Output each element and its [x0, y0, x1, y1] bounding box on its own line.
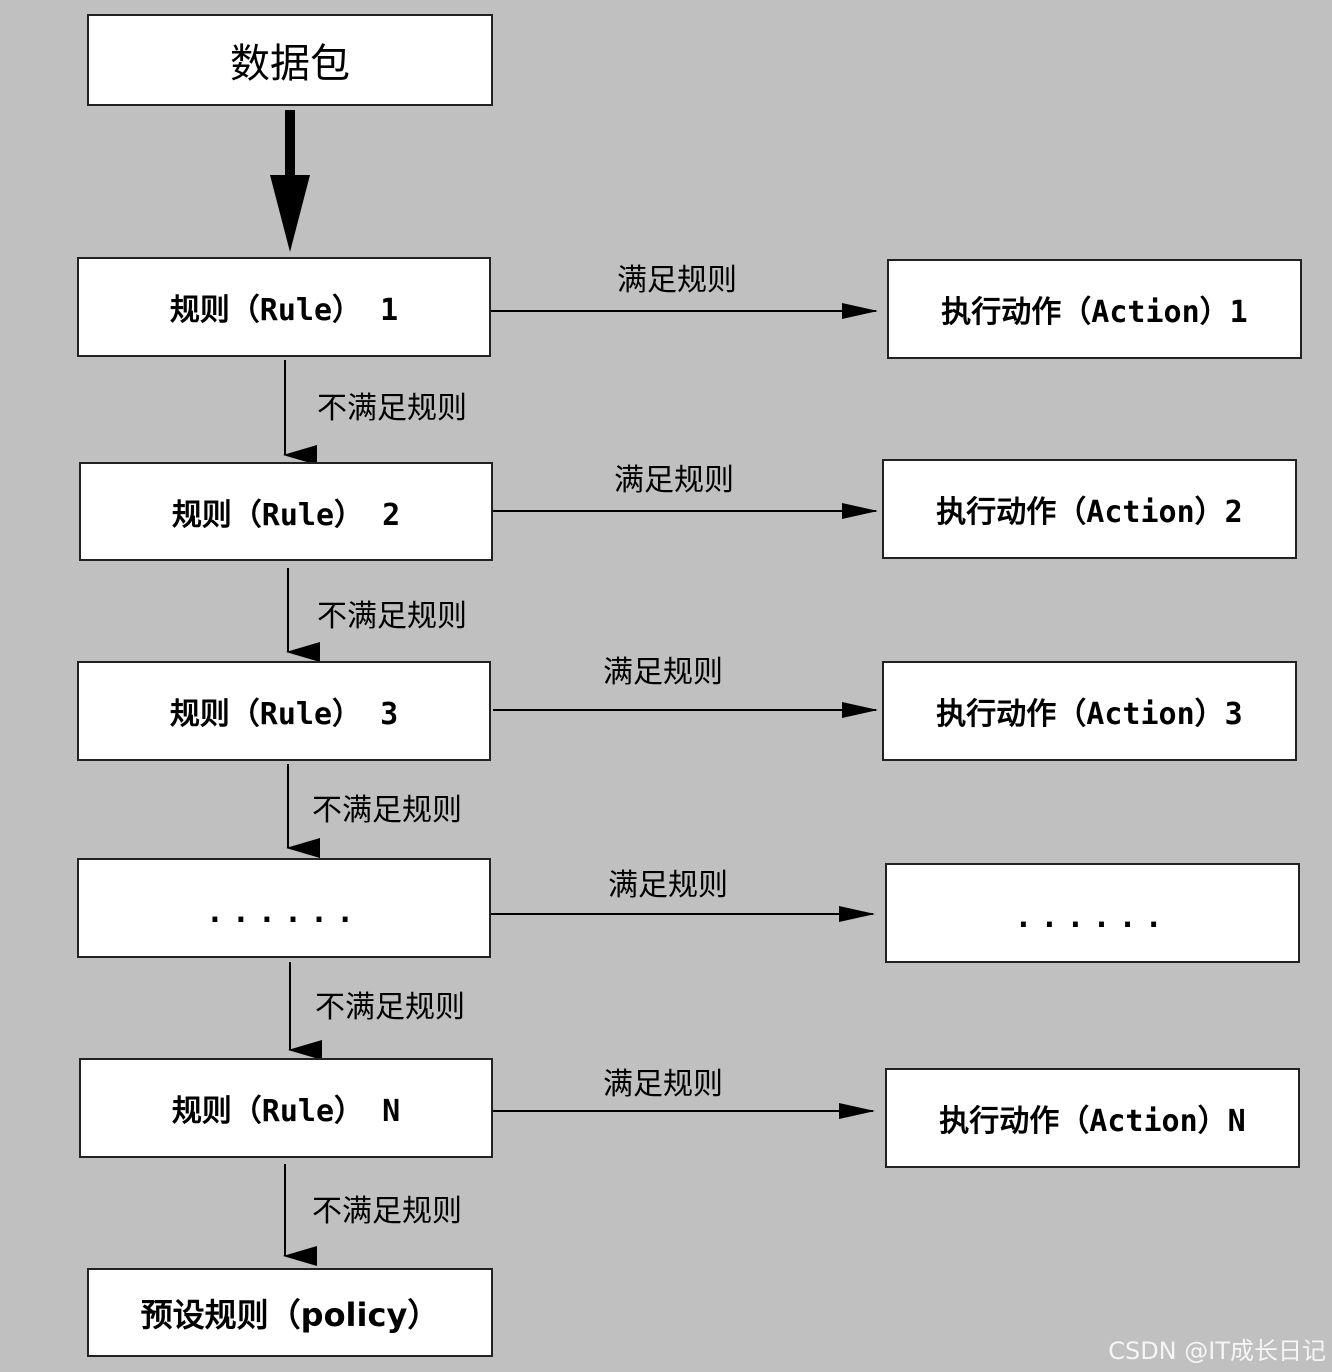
match-label-4: 满足规则	[608, 868, 728, 903]
action-node-label: 执行动作（Action）2	[936, 495, 1243, 530]
start-node-packet: 数据包	[87, 14, 493, 106]
action-node-label: 执行动作（Action）1	[941, 295, 1248, 330]
action-node-label: 执行动作（Action）3	[936, 697, 1243, 732]
start-arrow	[270, 110, 310, 252]
action-node-n: 执行动作（Action）N	[885, 1068, 1300, 1168]
start-node-label: 数据包	[230, 41, 350, 87]
rule-node-n: 规则（Rule） N	[79, 1058, 493, 1158]
rule-node-3: 规则（Rule） 3	[77, 661, 491, 761]
match-label-1: 满足规则	[617, 263, 737, 298]
action-node-2: 执行动作（Action）2	[882, 459, 1297, 559]
no-match-label-2: 不满足规则	[317, 599, 467, 634]
rule-node-2: 规则（Rule） 2	[79, 462, 493, 561]
policy-node: 预设规则（policy）	[87, 1268, 493, 1357]
no-match-label-5: 不满足规则	[312, 1194, 462, 1229]
action-node-label: 执行动作（Action）N	[939, 1104, 1246, 1139]
action-node-3: 执行动作（Action）3	[882, 661, 1297, 761]
policy-node-label: 预设规则（policy）	[140, 1295, 440, 1334]
rule-node-label: 规则（Rule） N	[171, 1094, 401, 1129]
action-node-label: ......	[1014, 899, 1171, 935]
watermark-text: CSDN @IT成长日记	[1108, 1337, 1326, 1365]
rule-node-label: ......	[205, 894, 363, 930]
no-match-label-4: 不满足规则	[315, 990, 465, 1025]
rule-node-label: 规则（Rule） 3	[169, 697, 399, 732]
action-node-1: 执行动作（Action）1	[887, 259, 1302, 359]
rule-node-ellipsis: ......	[77, 858, 491, 958]
match-label-2: 满足规则	[614, 463, 734, 498]
rule-node-1: 规则（Rule） 1	[77, 257, 491, 357]
match-label-3: 满足规则	[603, 655, 723, 690]
rule-node-label: 规则（Rule） 1	[169, 293, 399, 328]
action-node-ellipsis: ......	[885, 863, 1300, 963]
rule-node-label: 规则（Rule） 2	[171, 497, 401, 533]
match-label-5: 满足规则	[603, 1067, 723, 1102]
no-match-label-1: 不满足规则	[317, 391, 467, 426]
no-match-label-3: 不满足规则	[312, 793, 462, 828]
